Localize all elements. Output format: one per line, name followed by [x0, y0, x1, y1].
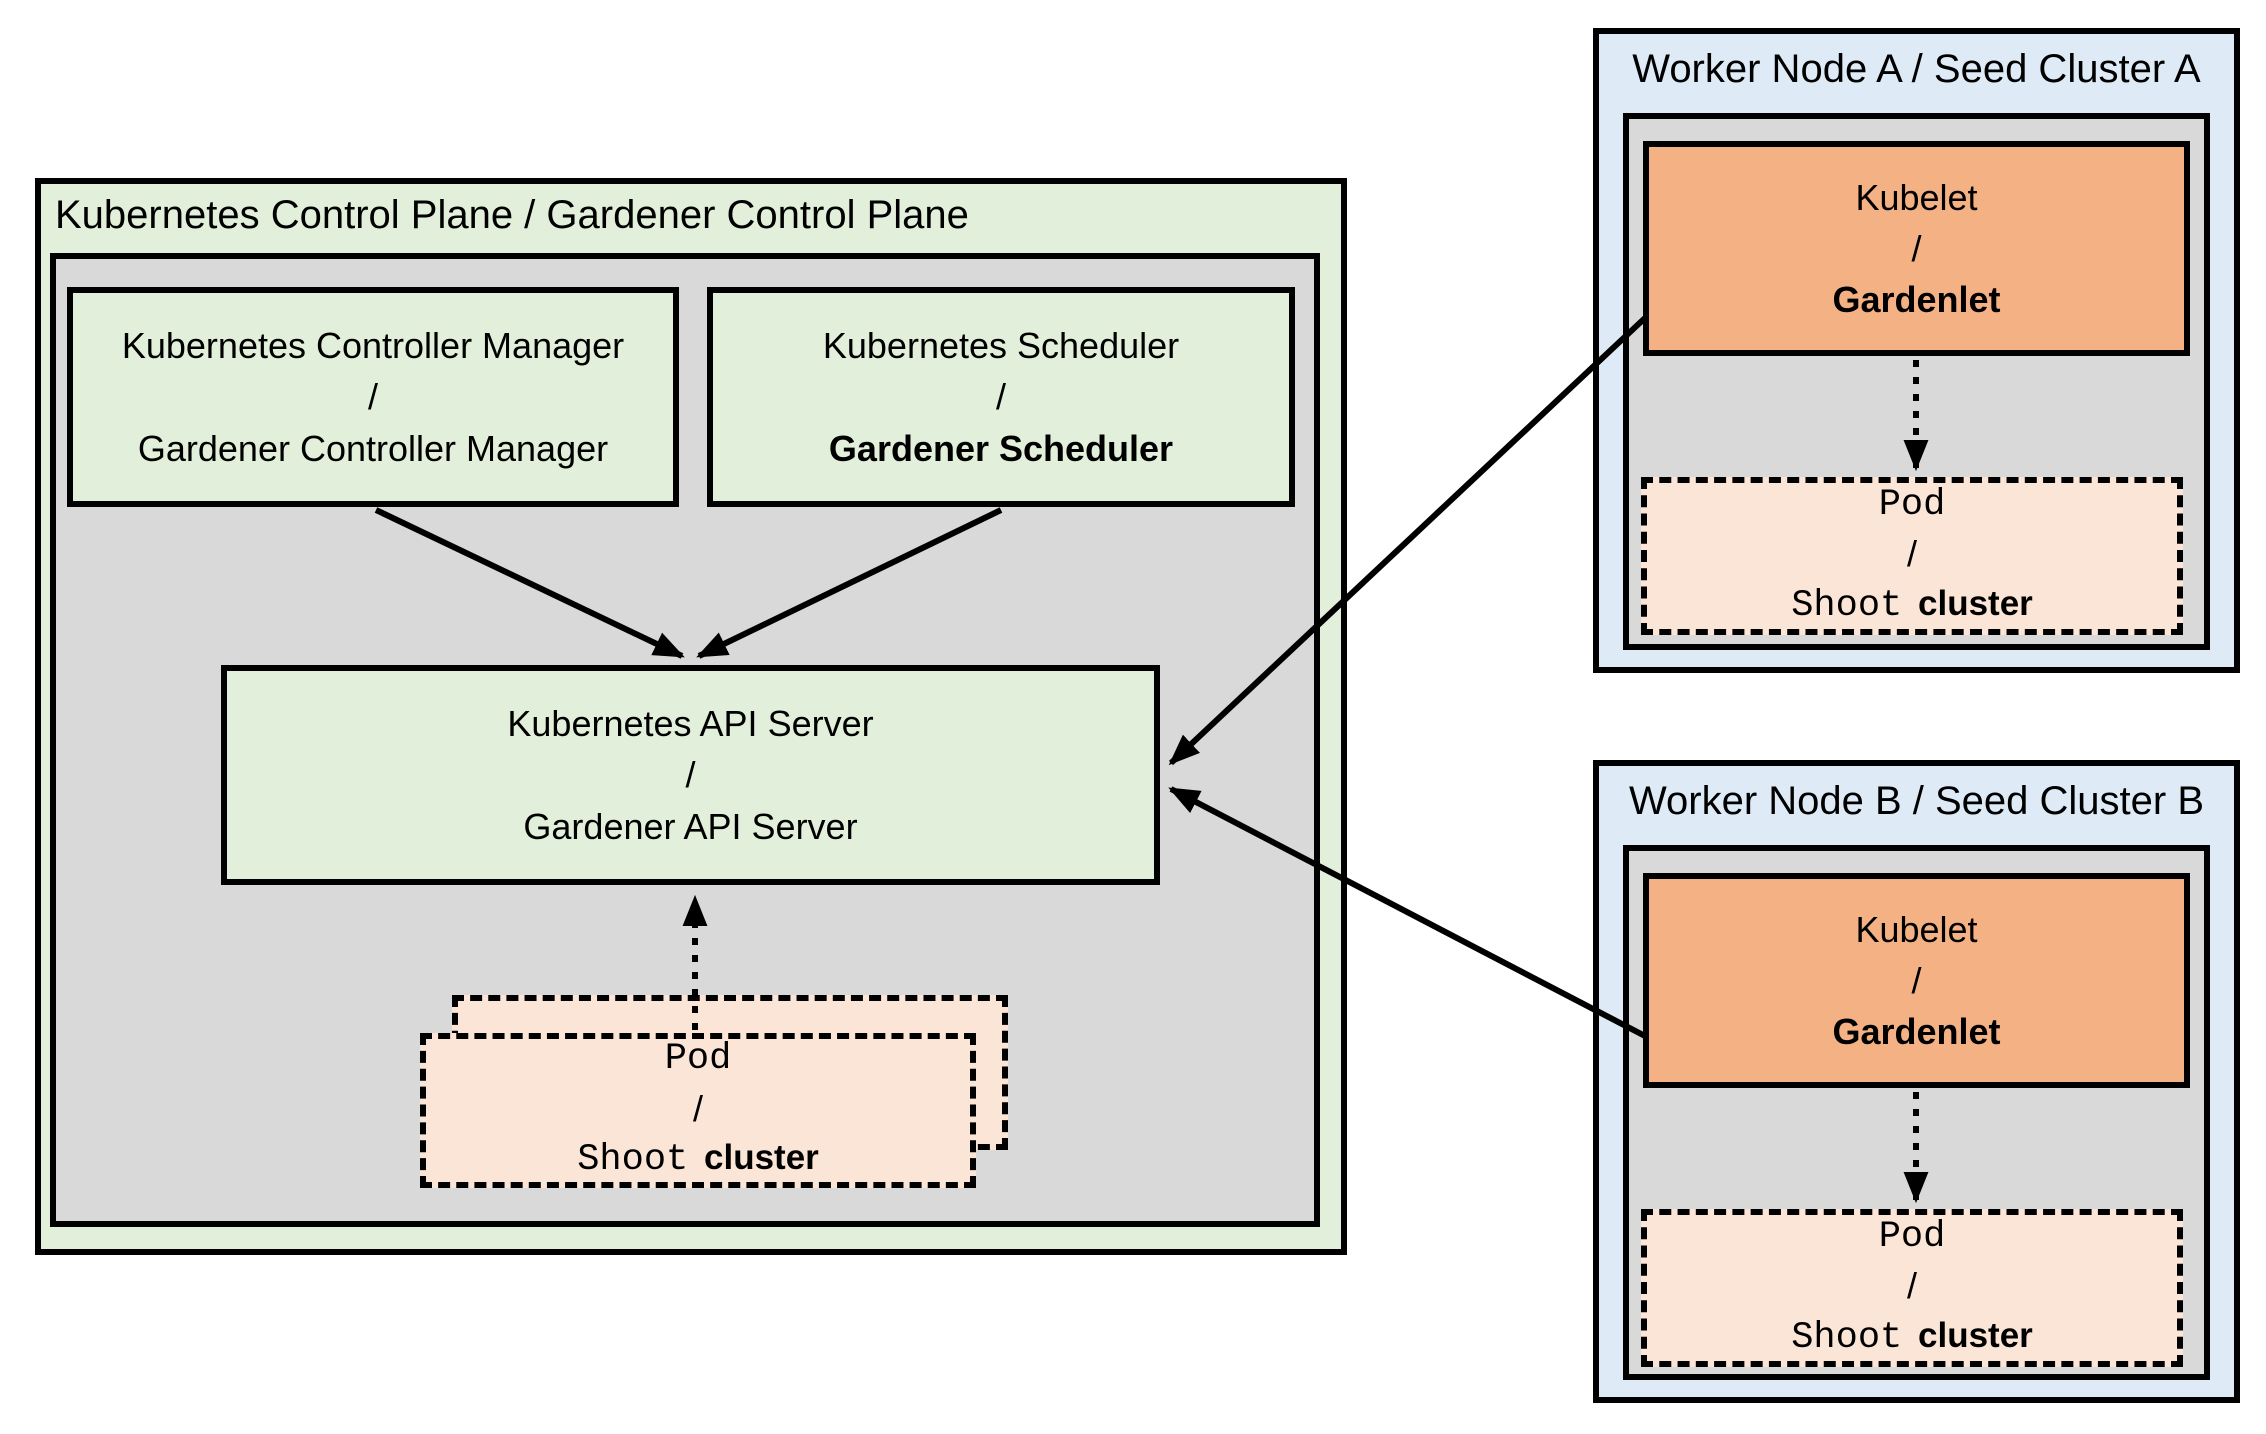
kubelet-a-box: Kubelet / Gardenlet [1643, 141, 2190, 356]
pod-stack-cluster-word: cluster [704, 1138, 819, 1178]
scheduler-label-bottom: Gardener Scheduler [828, 427, 1174, 469]
kubelet-b-label-bottom: Gardenlet [1832, 1011, 2001, 1053]
pod-stack-label-separator: / [692, 1087, 703, 1129]
pod-stack-shoot-word: Shoot [577, 1139, 689, 1182]
pod-stack-label-shoot-cluster: Shoot cluster [577, 1133, 819, 1186]
worker-node-b-box: Worker Node B / Seed Cluster B Kubelet /… [1593, 760, 2240, 1403]
worker-node-a-box: Worker Node A / Seed Cluster A Kubelet /… [1593, 28, 2240, 673]
pod-b-label-separator: / [1906, 1265, 1917, 1307]
api-server-label-top: Kubernetes API Server [507, 703, 874, 745]
worker-node-a-title: Worker Node A / Seed Cluster A [1632, 47, 2201, 91]
control-plane-title: Kubernetes Control Plane / Gardener Cont… [55, 193, 969, 237]
pod-b-shoot-word: Shoot [1791, 1316, 1903, 1359]
pod-b-cluster-word: cluster [1918, 1315, 2033, 1355]
scheduler-label-top: Kubernetes Scheduler [822, 325, 1180, 367]
pod-a-shoot-word: Shoot [1791, 584, 1903, 627]
kubelet-b-box: Kubelet / Gardenlet [1643, 873, 2190, 1088]
controller-manager-label-bottom: Gardener Controller Manager [137, 427, 609, 469]
api-server-box: Kubernetes API Server / Gardener API Ser… [221, 665, 1160, 885]
pod-a-label-shoot-cluster: Shoot cluster [1791, 579, 2033, 632]
worker-node-b-title: Worker Node B / Seed Cluster B [1628, 779, 2205, 823]
scheduler-box: Kubernetes Scheduler / Gardener Schedule… [707, 287, 1295, 507]
controller-manager-label-separator: / [367, 376, 378, 418]
pod-b-label-shoot-cluster: Shoot cluster [1791, 1311, 2033, 1364]
kubelet-b-label-top: Kubelet [1855, 908, 1978, 950]
kubelet-a-label-bottom: Gardenlet [1832, 279, 2001, 321]
scheduler-label-separator: / [995, 376, 1006, 418]
controller-manager-box: Kubernetes Controller Manager / Gardener… [67, 287, 679, 507]
kubelet-a-label-separator: / [1911, 227, 1922, 269]
pod-a-cluster-word: cluster [1918, 583, 2033, 623]
pod-b-label-pod: Pod [1878, 1215, 1946, 1258]
worker-node-a-inner-panel: Kubelet / Gardenlet Pod / Shoot cluster [1623, 113, 2210, 650]
pod-shoot-b-box: Pod / Shoot cluster [1641, 1209, 2183, 1367]
control-plane-box: Kubernetes Control Plane / Gardener Cont… [35, 178, 1347, 1255]
kubelet-a-label-top: Kubelet [1855, 176, 1978, 218]
kubelet-b-label-separator: / [1911, 959, 1922, 1001]
controller-manager-label-top: Kubernetes Controller Manager [121, 325, 625, 367]
pod-a-label-pod: Pod [1878, 483, 1946, 526]
worker-node-b-inner-panel: Kubelet / Gardenlet Pod / Shoot cluster [1623, 845, 2210, 1380]
pod-shoot-a-box: Pod / Shoot cluster [1641, 477, 2183, 635]
api-server-label-separator: / [685, 754, 696, 796]
control-plane-inner-panel: Kubernetes Controller Manager / Gardener… [50, 253, 1320, 1227]
pod-stack-label-pod: Pod [664, 1038, 732, 1081]
pod-shoot-stack-front-box: Pod / Shoot cluster [420, 1033, 976, 1188]
api-server-label-bottom: Gardener API Server [523, 805, 858, 847]
pod-a-label-separator: / [1906, 533, 1917, 575]
